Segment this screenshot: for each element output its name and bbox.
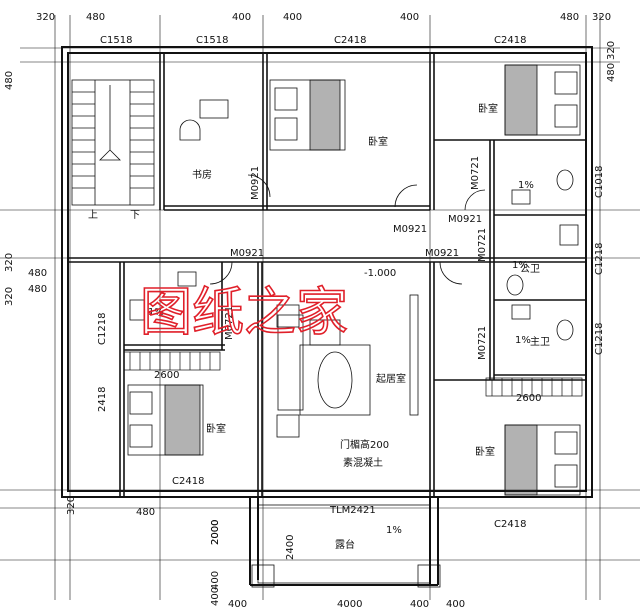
door-left-bed: M0921 [230,248,264,259]
room-bed-lower-right: 卧室 [475,445,495,458]
win-right-1: C1018 [594,166,605,198]
level-living: -1.000 [364,268,396,279]
staircase [71,79,155,206]
slope-5: 1% [386,525,402,536]
room-study: 书房 [192,168,212,181]
room-terrace: 露台 [335,538,355,551]
win-left-mid: C1218 [97,313,108,345]
room-living: 起居室 [376,372,406,385]
door-right-bed: M0921 [425,248,459,259]
dim-top-6: 480 [560,12,579,23]
left-dimensions: 480 320 480 320 480 2000 400 400 2418 32… [4,71,221,606]
door-swings [209,174,486,285]
door-upper-right: M0721 [470,156,481,190]
room-bed-main: 卧室 [368,135,388,148]
stair-up: 上 [88,209,98,221]
room-bed-left: 卧室 [206,422,226,435]
span-right-bed: 2600 [516,393,541,404]
bath-fixtures [129,169,579,341]
study-desk [179,99,229,141]
win-right-3: C1218 [594,323,605,355]
bed-right [504,64,581,136]
dim-left-mid-1: 2418 [97,387,108,412]
slope-4: 1% [148,307,164,318]
right-dimensions: 320 480 [606,41,617,82]
win-top-left: C1518 [100,35,132,46]
dim-right-2: 480 [606,63,617,82]
annotations: 1% 1% 1% 1% 1% -1.000 门楣高200 素混凝土 2600 2… [148,180,541,536]
win-top-mid: C1518 [196,35,228,46]
room-public-bath: 公卫 [520,264,540,275]
door-right-bath-1: M0721 [477,228,488,262]
win-top-bed: C2418 [334,35,366,46]
door-labels: M0921 M0921 M0721 M0921 M0921 M0721 M072… [224,156,488,360]
room-labels: 书房 卧室 卧室 卧室 卧室 起居室 公卫 主卫 露台 上 下 [88,102,550,551]
wardrobe-right [485,377,583,397]
note-concrete: 素混凝土 [343,456,383,469]
win-tlm: TLM2421 [329,505,376,516]
dim-top-3: 400 [232,12,251,23]
dim-right-1: 320 [606,41,617,60]
sofa-set [276,294,419,438]
bed-lower-right [504,424,581,496]
dim-area-1: 2000 [210,520,221,545]
bottom-dimensions: 400 4000 400 400 [228,599,465,610]
dim-top-7: 320 [592,12,611,23]
dim-top-5: 400 [400,12,419,23]
stair-down: 下 [130,210,140,221]
slope-3: 1% [515,335,531,346]
terrace-dimensions: 2000 2400 [210,520,296,560]
door-corr-right: M0921 [448,214,482,225]
dim-bottom-2: 4000 [337,599,362,610]
dim-left-1: 480 [4,71,15,90]
terrace-floor [251,504,441,588]
win-bottom-left: C2418 [172,476,204,487]
dim-left-mid-2: 320 [4,287,15,306]
dim-left-4: 320 [66,496,77,515]
door-right-bath-2: M0721 [477,326,488,360]
watermark: 图纸之家 [140,283,348,343]
win-right-2: C1218 [594,243,605,275]
door-study: M0921 [250,166,261,200]
bed-left [127,384,204,456]
dim-left-7: 400 [210,571,221,590]
dim-left-2: 320 [4,253,15,272]
dim-left-3: 480 [28,268,47,279]
win-bottom-right: C2418 [494,519,526,530]
slope-2: 1% [512,260,528,271]
dim-bottom-1: 400 [228,599,247,610]
window-labels: C1518 C1518 C2418 C2418 C1018 C1218 C121… [97,35,605,530]
dim-top-4: 400 [283,12,302,23]
note-beam: 门楣高200 [340,438,389,451]
interior-walls [68,53,586,497]
dim-top-2: 480 [86,12,105,23]
win-top-right: C2418 [494,35,526,46]
door-left-bath: M0721 [224,306,235,340]
dim-left-5: 480 [136,507,155,518]
dim-top-1: 320 [36,12,55,23]
bed-main [269,79,346,151]
dim-area-2: 2400 [285,535,296,560]
wardrobe-left [123,351,221,371]
dim-left-8: 400 [210,587,221,606]
dim-bottom-4: 400 [446,599,465,610]
dim-bottom-3: 400 [410,599,429,610]
dim-left-mid-3: 480 [28,284,47,295]
room-bed-right: 卧室 [478,102,498,115]
slope-1: 1% [518,180,534,191]
top-dimensions: 320 480 400 400 400 480 320 [36,12,611,23]
door-hall: M0921 [393,224,427,235]
room-main-bath: 主卫 [530,336,550,348]
span-left-bed: 2600 [154,370,179,381]
dim-left-6: 2000 [210,520,221,545]
